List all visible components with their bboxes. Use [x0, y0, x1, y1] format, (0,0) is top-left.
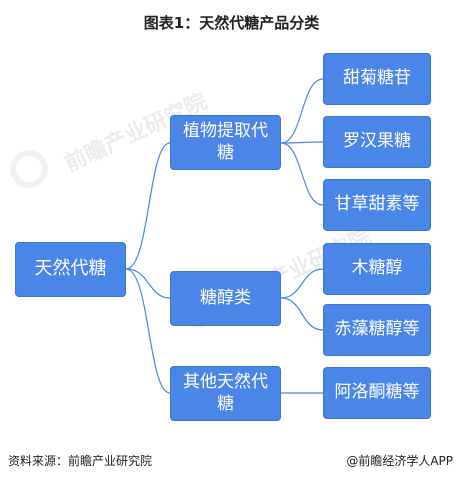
brand-credit: @前瞻经济学人APP: [346, 454, 453, 468]
edge-branch-2-leaf-2: [280, 297, 324, 331]
source-note: 资料来源：前瞻产业研究院: [8, 454, 153, 468]
leaf-node-glycyrrhizin: 甘草甜素等: [323, 179, 431, 231]
leaf-node-label: 木糖醇: [351, 258, 403, 279]
leaf-node-allulose: 阿洛酮糖等: [323, 367, 431, 419]
leaf-node-label: 甘草甜素等: [334, 194, 420, 215]
edge-root-branch-1: [125, 142, 171, 270]
root-node: 天然代糖: [15, 242, 126, 297]
branch-node-label: 糖醇类: [200, 287, 251, 308]
leaf-node-label: 甜菊糖苷: [343, 68, 411, 89]
edge-branch-1-leaf-2: [280, 141, 324, 144]
leaf-node-label: 赤藻糖醇等: [334, 319, 420, 340]
branch-node-sugar-alcohols: 糖醇类: [170, 271, 281, 326]
branch-node-label: 其他天然代糖: [183, 372, 268, 414]
chart-title: 图表1：天然代糖产品分类: [143, 14, 320, 32]
root-node-label: 天然代糖: [34, 258, 107, 280]
leaf-node-stevioside: 甜菊糖苷: [323, 53, 431, 105]
leaf-node-mogroside: 罗汉果糖: [323, 116, 431, 168]
edge-branch-1-leaf-3: [280, 142, 324, 206]
branch-node-other: 其他天然代糖: [170, 366, 281, 421]
leaf-node-label: 罗汉果糖: [343, 131, 411, 152]
edge-branch-2-leaf-1: [280, 268, 324, 299]
edge-root-branch-2: [125, 268, 171, 299]
branch-node-label: 植物提取代糖: [183, 121, 268, 163]
edge-branch-1-leaf-1: [280, 78, 324, 144]
leaf-node-label: 阿洛酮糖等: [334, 382, 420, 403]
leaf-node-erythritol: 赤藻糖醇等: [323, 304, 431, 356]
leaf-node-xylitol: 木糖醇: [323, 243, 431, 295]
edge-root-branch-3: [125, 268, 171, 394]
branch-node-plant-extract: 植物提取代糖: [170, 115, 281, 170]
watermark-logo: [10, 150, 48, 188]
